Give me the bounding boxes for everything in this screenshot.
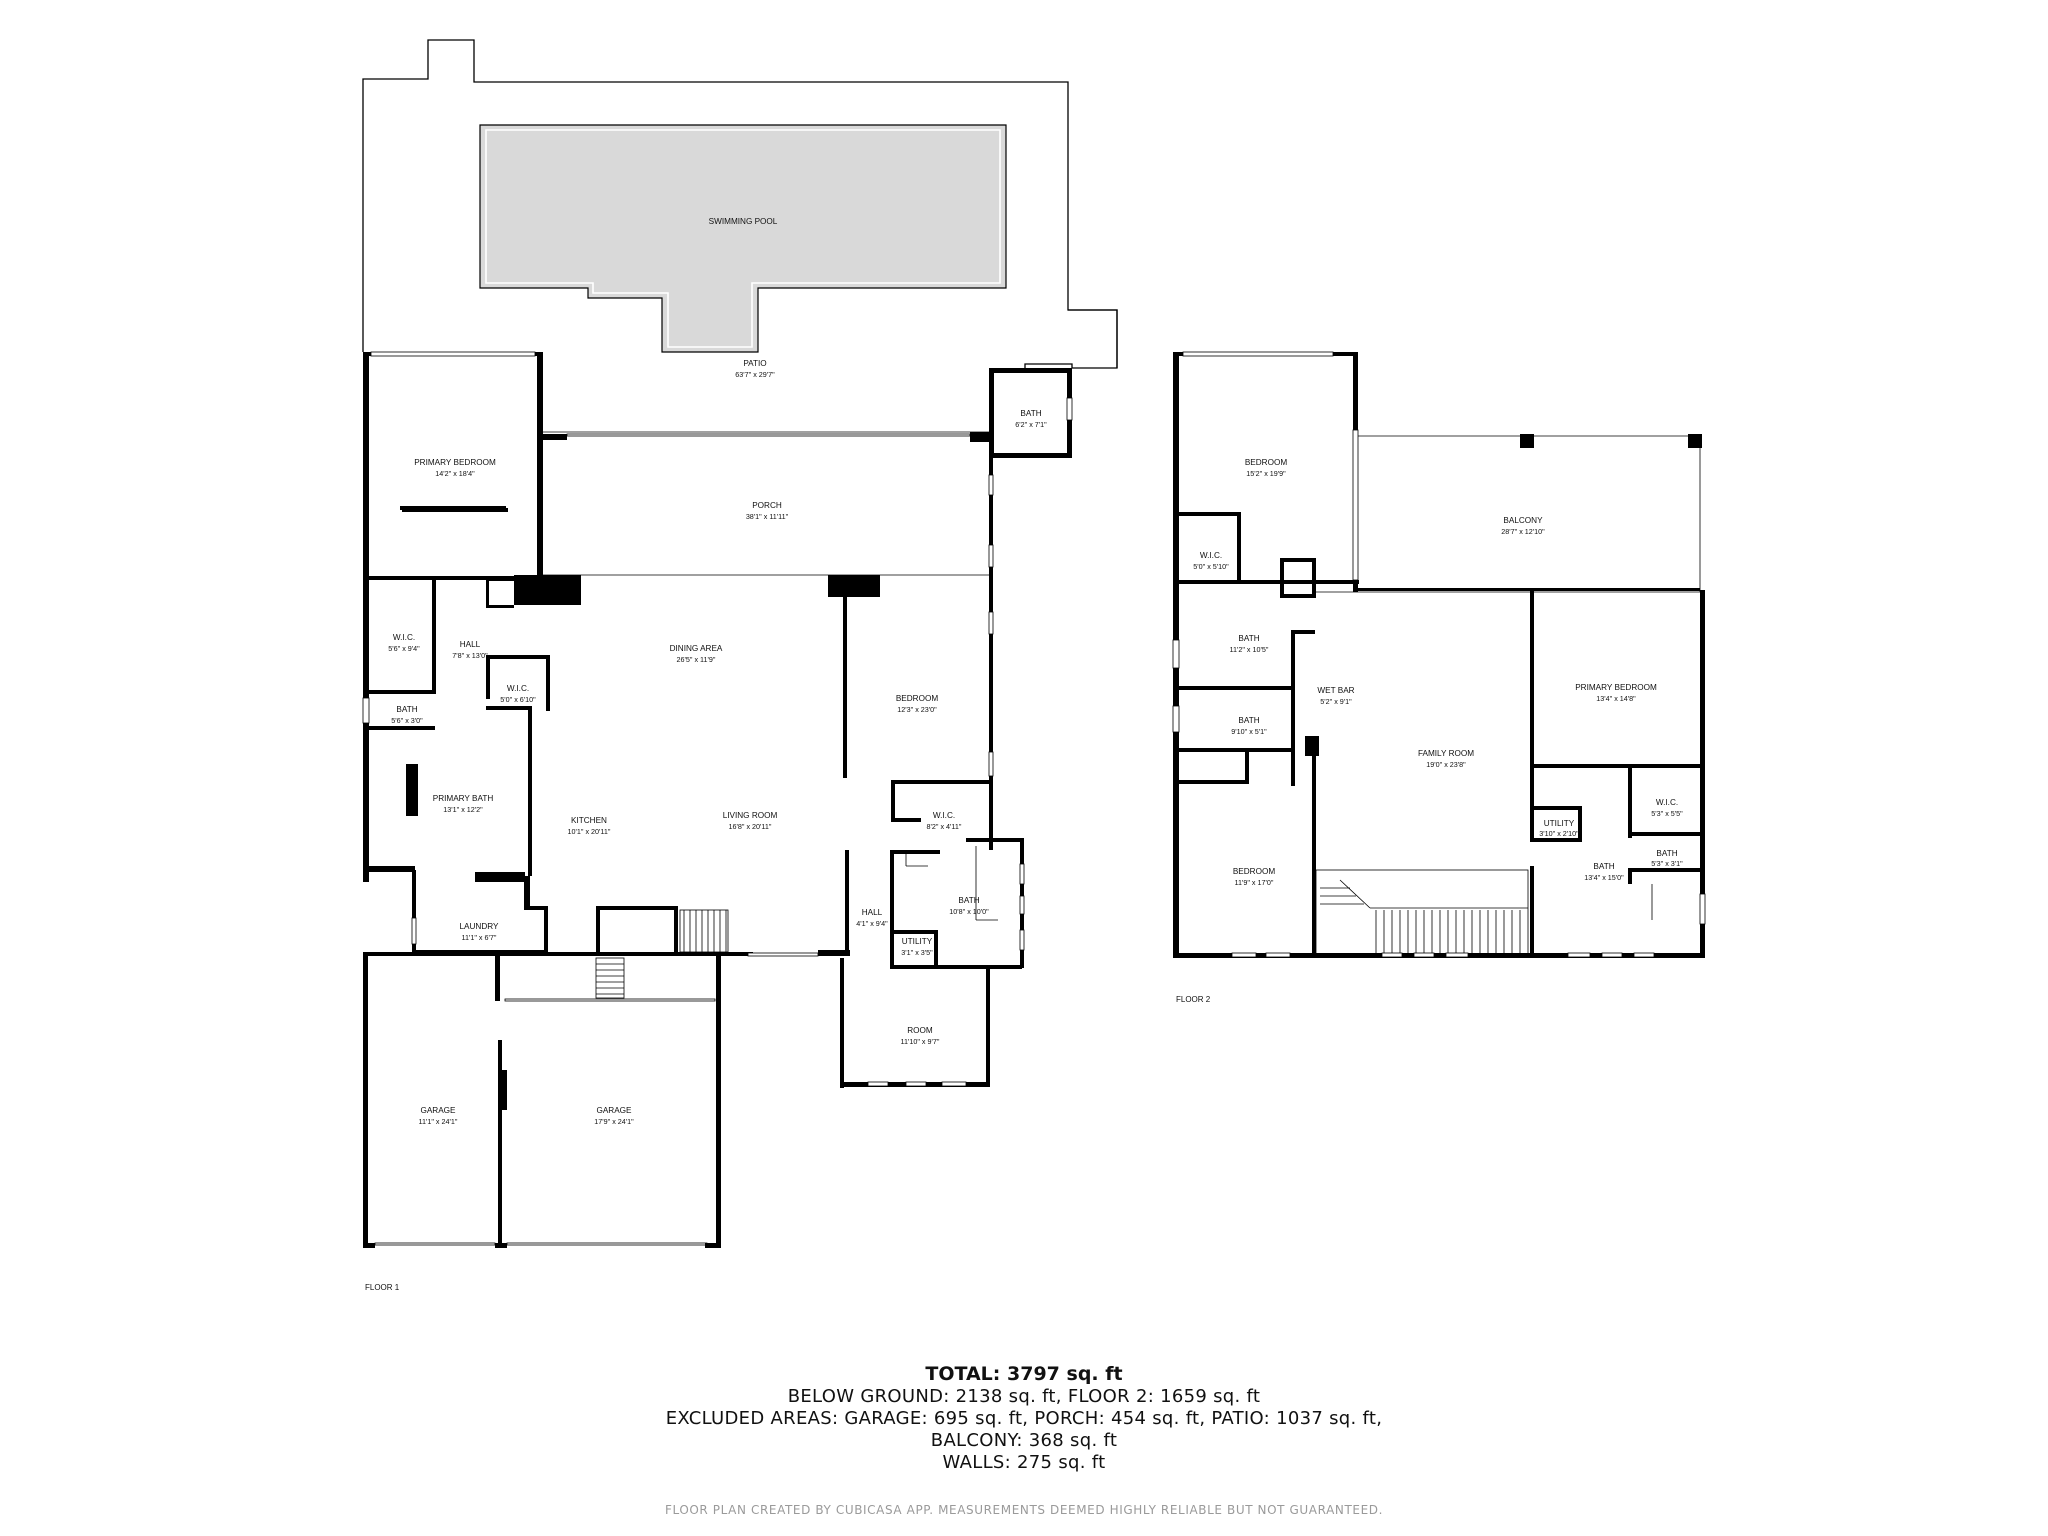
room-name-room: ROOM	[907, 1026, 933, 1035]
room-dim-porch: 38'1" x 11'11"	[746, 512, 789, 521]
floor-label-1: FLOOR 1	[365, 1283, 400, 1292]
room-name-primary-bedroom-2: PRIMARY BEDROOM	[1575, 683, 1657, 692]
room-name-utility-2: UTILITY	[1544, 819, 1575, 828]
room-name-bath-2: BATH	[1238, 634, 1259, 643]
total-line: TOTAL: 3797 sq. ft	[0, 1362, 2048, 1386]
room-dim-bath-small-1: 5'6" x 3'0"	[391, 716, 423, 725]
room-dim-utility-1: 3'1" x 3'5"	[901, 948, 933, 957]
room-dim-living-room: 16'8" x 20'11"	[729, 822, 772, 831]
room-dim-wic-4: 5'0" x 5'10"	[1193, 562, 1229, 571]
room-dim-bath-2: 11'2" x 10'5"	[1230, 645, 1269, 654]
room-name-wic-5: W.I.C.	[1656, 798, 1678, 807]
room-name-wic-2: W.I.C.	[507, 684, 529, 693]
floor-2	[1172, 351, 1706, 958]
room-dim-primary-bedroom-1: 14'2" x 18'4"	[435, 469, 475, 478]
room-dim-kitchen: 10'1" x 20'11"	[568, 827, 611, 836]
room-name-bedroom-2: BEDROOM	[1245, 458, 1287, 467]
stairs-2	[1315, 869, 1529, 957]
room-dim-bath-4: 5'3" x 3'1"	[1651, 859, 1683, 868]
room-dim-bedroom-3: 11'9" x 17'0"	[1235, 878, 1274, 887]
summary-line-4: WALLS: 275 sq. ft	[942, 1452, 1106, 1473]
room-name-hall-1: HALL	[460, 640, 481, 649]
room-dim-bedroom-2: 15'2" x 19'9"	[1246, 469, 1286, 478]
room-name-dining-area: DINING AREA	[670, 644, 723, 653]
room-name-bath-1: BATH	[958, 896, 979, 905]
total-label: TOTAL:	[925, 1363, 1001, 1385]
room-name-wic-4: W.I.C.	[1200, 551, 1222, 560]
disclaimer-footer: FLOOR PLAN CREATED BY CUBICASA APP. MEAS…	[664, 1503, 1383, 1517]
room-name-garage-2: GARAGE	[596, 1106, 632, 1115]
room-name-swimming-pool: SWIMMING POOL	[709, 217, 778, 226]
room-dim-wic-2: 5'0" x 6'10"	[500, 695, 536, 704]
floor-label-2: FLOOR 2	[1176, 995, 1211, 1004]
room-name-living-room: LIVING ROOM	[723, 811, 778, 820]
floor-1	[362, 39, 1118, 1248]
area-summary: TOTAL: 3797 sq. ft BELOW GROUND: 2138 sq…	[0, 1362, 2048, 1474]
total-value: 3797 sq. ft	[1007, 1363, 1123, 1385]
room-dim-hall-1: 7'8" x 13'0"	[452, 651, 488, 660]
room-dim-bath-5: 13'4" x 15'0"	[1584, 873, 1624, 882]
room-name-utility-1: UTILITY	[902, 937, 933, 946]
room-dim-wic-5: 5'3" x 5'5"	[1651, 809, 1683, 818]
room-name-bath-patio: BATH	[1020, 409, 1041, 418]
room-name-wet-bar: WET BAR	[1317, 686, 1354, 695]
room-name-bath-5: BATH	[1593, 862, 1614, 871]
room-name-bath-4: BATH	[1656, 849, 1677, 858]
stairs-1	[679, 909, 729, 953]
room-dim-garage-2: 17'9" x 24'1"	[594, 1117, 634, 1126]
room-dim-bedroom-1: 12'3" x 23'0"	[897, 705, 937, 714]
summary-line-1: BELOW GROUND: 2138 sq. ft, FLOOR 2: 1659…	[787, 1386, 1261, 1407]
room-name-family-room: FAMILY ROOM	[1418, 749, 1474, 758]
room-name-bath-small-1: BATH	[396, 705, 417, 714]
patio-bath-walls	[989, 368, 1072, 373]
room-dim-wet-bar: 5'2" x 9'1"	[1320, 697, 1352, 706]
room-dim-wic-3: 8'2" x 4'11"	[927, 822, 962, 831]
room-dim-bath-1: 10'8" x 10'0"	[949, 907, 989, 916]
room-dim-room: 11'10" x 9'7"	[901, 1037, 940, 1046]
room-dim-garage-1: 11'1" x 24'1"	[419, 1117, 458, 1126]
room-dim-primary-bath: 13'1" x 12'2"	[443, 805, 483, 814]
room-dim-balcony: 28'7" x 12'10"	[1501, 527, 1545, 536]
summary-line-2: EXCLUDED AREAS: GARAGE: 695 sq. ft, PORC…	[665, 1408, 1383, 1429]
room-dim-bath-patio: 6'2" x 7'1"	[1015, 420, 1047, 429]
room-name-porch: PORCH	[752, 501, 782, 510]
room-name-primary-bedroom-1: PRIMARY BEDROOM	[414, 458, 496, 467]
stairs-garage	[595, 957, 625, 999]
room-name-balcony: BALCONY	[1503, 516, 1543, 525]
room-dim-patio: 63'7" x 29'7"	[735, 370, 775, 379]
patio-outline	[362, 39, 1118, 369]
room-labels: SWIMMING POOL PATIO 63'7" x 29'7" BATH 6…	[365, 217, 1683, 1292]
room-name-laundry: LAUNDRY	[460, 922, 500, 931]
room-name-wic-3: W.I.C.	[933, 811, 955, 820]
room-dim-wic-1: 5'6" x 9'4"	[388, 644, 420, 653]
room-dim-primary-bedroom-2: 13'4" x 14'8"	[1596, 694, 1636, 703]
room-dim-hall-2: 4'1" x 9'4"	[856, 919, 888, 928]
room-dim-family-room: 19'0" x 23'8"	[1426, 760, 1466, 769]
swimming-pool	[479, 124, 1007, 353]
summary-line-3: BALCONY: 368 sq. ft	[930, 1430, 1118, 1451]
room-name-kitchen: KITCHEN	[571, 816, 607, 825]
room-name-garage-1: GARAGE	[420, 1106, 456, 1115]
room-name-patio: PATIO	[743, 359, 766, 368]
room-name-bedroom-1: BEDROOM	[896, 694, 938, 703]
room-name-wic-1: W.I.C.	[393, 633, 415, 642]
room-dim-dining-area: 26'5" x 11'9"	[677, 655, 716, 664]
room-name-hall-2: HALL	[862, 908, 883, 917]
room-dim-laundry: 11'1" x 6'7"	[462, 933, 497, 942]
room-dim-bath-3: 9'10" x 5'1"	[1231, 727, 1267, 736]
room-name-bath-3: BATH	[1238, 716, 1259, 725]
room-name-primary-bath: PRIMARY BATH	[433, 794, 494, 803]
room-dim-utility-2: 3'10" x 2'10"	[1539, 829, 1579, 838]
room-name-bedroom-3: BEDROOM	[1233, 867, 1275, 876]
